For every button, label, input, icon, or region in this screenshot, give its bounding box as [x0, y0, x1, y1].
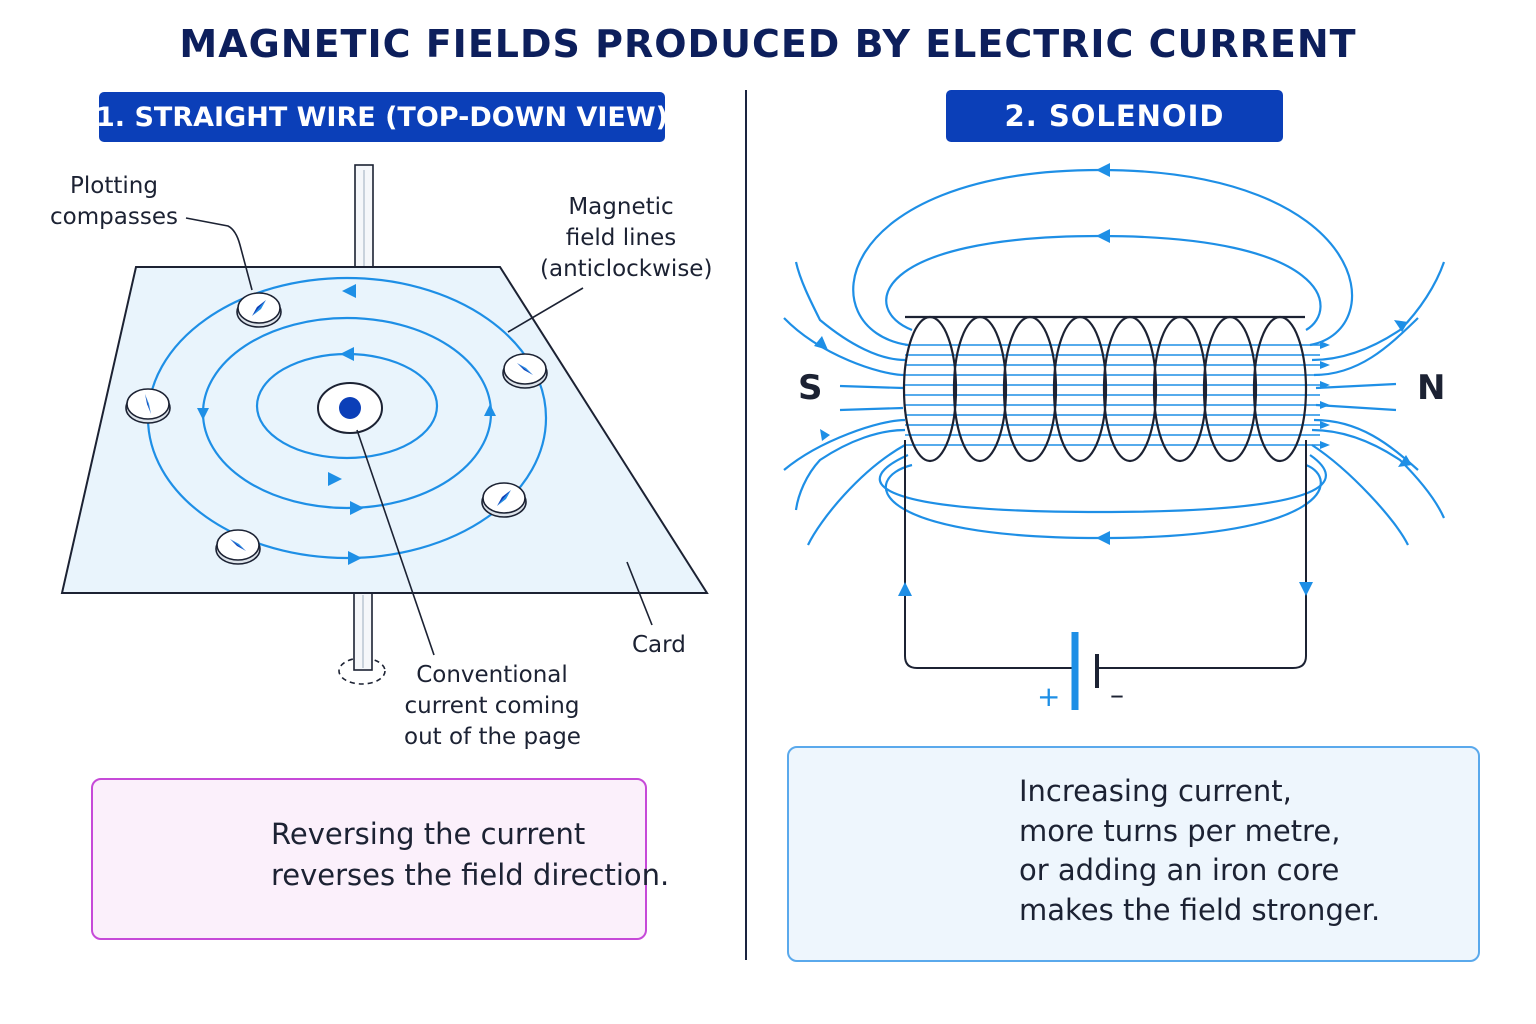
callout-line: Reversing the current [271, 817, 586, 851]
main-title: MAGNETIC FIELDS PRODUCED BY ELECTRIC CUR… [179, 22, 1357, 66]
battery-positive-label: + [1037, 680, 1061, 713]
solenoid-field-arrows [814, 163, 1412, 545]
callout-text: Reversing the current reverses the field… [271, 814, 669, 896]
label-line: Conventional [416, 662, 568, 688]
callout-text: Increasing current, more turns per metre… [1019, 772, 1380, 930]
section-header-straight-wire: 1. STRAIGHT WIRE (TOP-DOWN VIEW) [96, 92, 668, 142]
label-line: (anticlockwise) [540, 256, 713, 282]
label-magnetic-field-lines: Magnetic field lines (anticlockwise) [540, 192, 713, 285]
wire-upper [354, 164, 374, 272]
section-divider [745, 90, 747, 960]
label-line: field lines [565, 225, 677, 251]
wire-lower [338, 589, 386, 685]
label-line: Plotting [70, 173, 158, 199]
battery-negative-label: – [1110, 678, 1124, 711]
circuit-wires [904, 440, 1307, 669]
callout-reversing-current: Reversing the current reverses the field… [91, 778, 669, 940]
callout-line: makes the field stronger. [1019, 892, 1381, 927]
callout-stronger-field: Increasing current, more turns per metre… [787, 746, 1480, 962]
callout-line: Increasing current, [1019, 774, 1292, 808]
label-plotting-compasses: Plotting compasses [48, 171, 180, 233]
compass [481, 482, 527, 518]
solenoid-outer-field-lines [783, 168, 1446, 546]
current-out-dot [339, 397, 361, 419]
field-line-arrows [197, 284, 496, 565]
label-line: current coming [404, 693, 580, 719]
straight-wire-diagram [60, 164, 709, 685]
solenoid-diagram [783, 163, 1446, 710]
label-line: out of the page [404, 724, 581, 750]
compass [502, 353, 548, 389]
compass [215, 529, 261, 565]
compass [125, 388, 171, 424]
callout-line: or adding an iron core [1019, 853, 1340, 887]
wire-cross-section [317, 382, 383, 434]
north-pole-label: N [1417, 368, 1446, 408]
solenoid-internal-arrows [1320, 341, 1330, 449]
section-header-solenoid: 2. SOLENOID [946, 90, 1283, 142]
callout-line: reverses the field direction. [271, 858, 670, 892]
label-line: Magnetic [568, 194, 674, 220]
label-conventional-current: Conventional current coming out of the p… [404, 660, 581, 753]
plotting-compasses [125, 292, 548, 565]
label-line: compasses [50, 204, 178, 230]
solenoid-coil [902, 315, 1308, 463]
label-card: Card [632, 632, 686, 658]
battery [1071, 632, 1099, 710]
south-pole-label: S [798, 368, 823, 408]
callout-line: more turns per metre, [1019, 813, 1341, 848]
leader-lines [185, 217, 653, 656]
card [60, 266, 709, 594]
compass [236, 292, 282, 328]
current-direction-arrows [898, 582, 1313, 596]
